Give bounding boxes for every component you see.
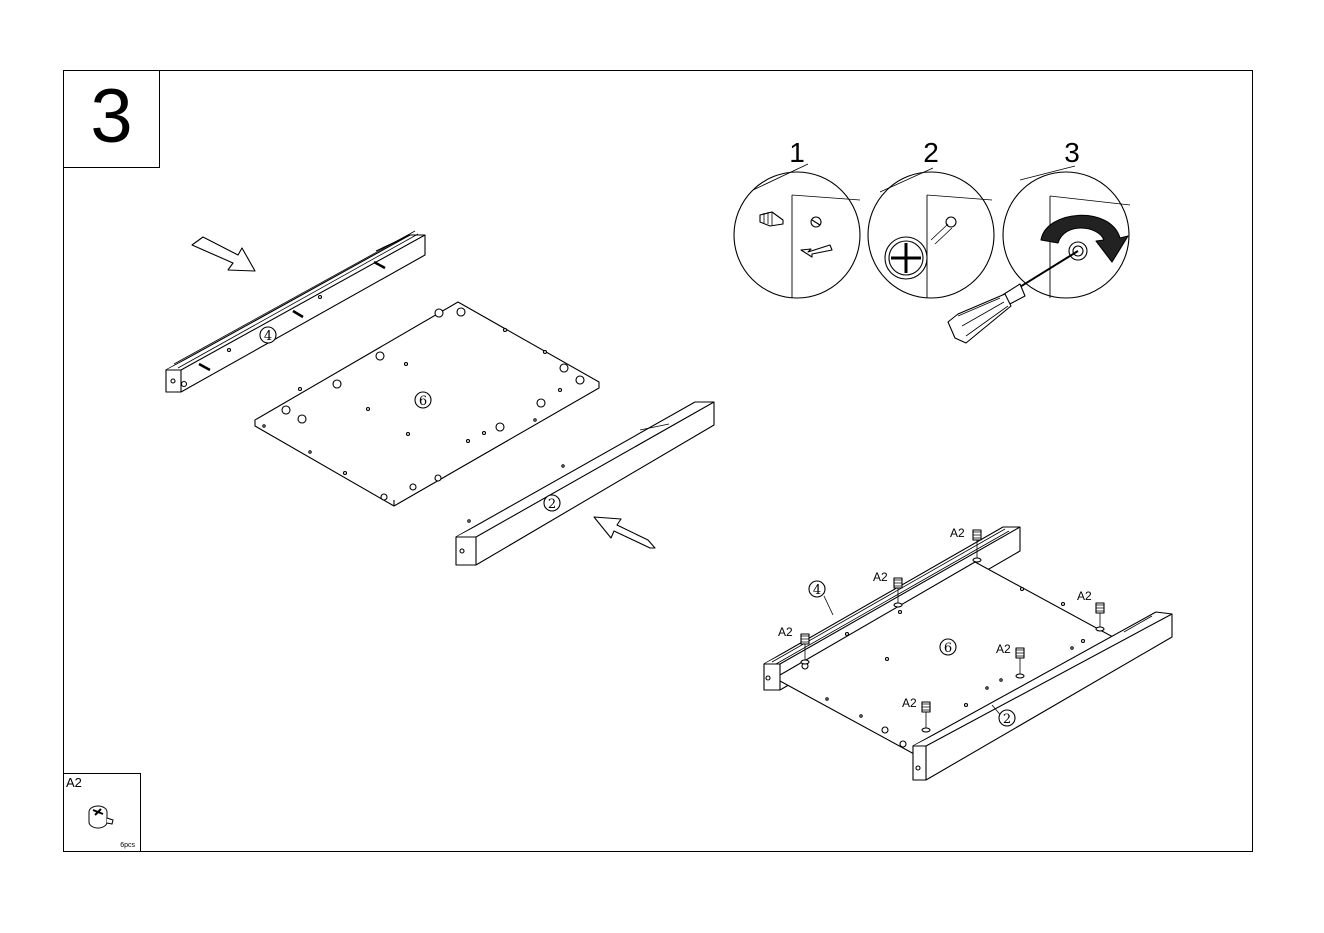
detail-1 (734, 164, 860, 298)
assembled-frame (764, 527, 1172, 780)
push-arrow-icon (594, 517, 655, 548)
cam-nut-marker (1096, 603, 1104, 631)
part-number-6: 6 (419, 394, 427, 409)
detail-step-3: 3 (1064, 137, 1080, 168)
part-number-4: 4 (813, 583, 821, 598)
part-number-2: 2 (1003, 712, 1011, 727)
detail-3 (1003, 166, 1130, 298)
fitting-label: A2 (996, 642, 1011, 656)
fitting-label: A2 (1077, 589, 1092, 603)
push-arrow-icon (192, 237, 255, 271)
fitting-label: A2 (778, 625, 793, 639)
part-number-4: 4 (264, 329, 272, 344)
fitting-label: A2 (902, 696, 917, 710)
detail-2 (868, 168, 994, 298)
part-number-6: 6 (944, 641, 952, 656)
fitting-label: A2 (873, 570, 888, 584)
fitting-label: A2 (950, 526, 965, 540)
detail-step-2: 2 (923, 137, 939, 168)
part-number-2: 2 (548, 497, 556, 512)
detail-step-1: 1 (789, 137, 805, 168)
